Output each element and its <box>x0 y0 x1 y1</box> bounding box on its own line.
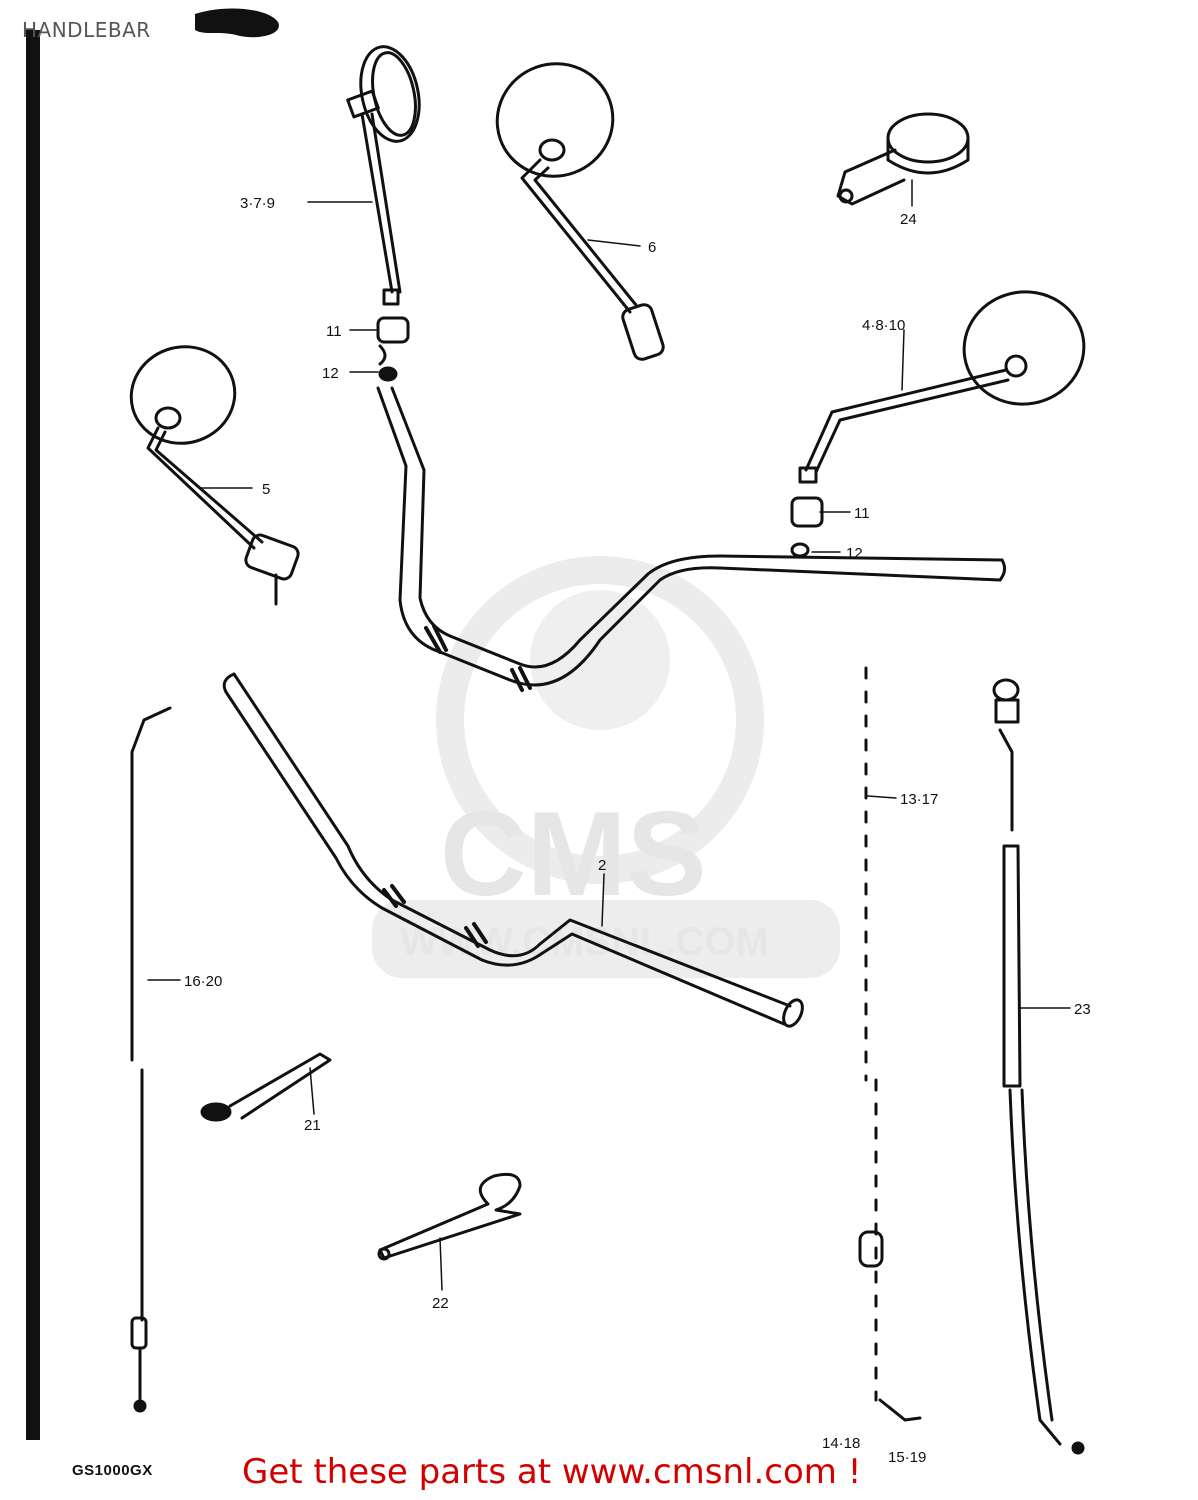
callout-4-8-10: 4·8·10 <box>862 317 905 334</box>
callout-23: 23 <box>1074 1001 1091 1018</box>
handlebar-lower <box>222 672 804 1028</box>
choke-cable <box>992 678 1085 1455</box>
clip <box>377 1172 522 1261</box>
callout-22: 22 <box>432 1295 449 1312</box>
center-cable-ends <box>858 1230 922 1422</box>
clamp-nut-a <box>376 316 410 366</box>
clamp-nut-b <box>790 496 824 528</box>
mirror-upper-left <box>346 45 421 306</box>
callout-16-20: 16·20 <box>184 973 222 990</box>
callout-2: 2 <box>598 857 606 874</box>
battery-lead <box>200 1052 332 1122</box>
header-blot <box>195 8 279 38</box>
clamp-bolt-b <box>790 542 810 558</box>
callout-labels: 3·7·9 6 11 12 5 4·8·10 11 12 24 2 16·20 … <box>184 195 1091 1466</box>
callout-6: 6 <box>648 239 656 256</box>
mirror-right <box>798 290 1086 484</box>
model-code: GS1000GX <box>72 1462 153 1479</box>
callout-12-b: 12 <box>846 545 863 562</box>
center-cable <box>864 666 878 1402</box>
callout-13-17: 13·17 <box>900 791 938 808</box>
watermark-brand: CMS <box>440 787 707 921</box>
mirror-left <box>129 345 300 606</box>
callout-11-a: 11 <box>326 323 342 340</box>
throttle-cable <box>130 706 172 1413</box>
callout-21: 21 <box>304 1117 321 1134</box>
callout-12-a: 12 <box>322 365 339 382</box>
handlebar-upper <box>376 386 1007 692</box>
left-border <box>26 30 40 1440</box>
callout-15-19: 15·19 <box>888 1449 926 1466</box>
clamp-bolt-a <box>378 366 398 382</box>
mirror-upper-middle <box>495 62 665 361</box>
cms-watermark: CMS WWW.CMSNL.COM <box>372 556 840 978</box>
watermark-site: WWW.CMSNL.COM <box>400 920 769 964</box>
callout-3-7-9: 3·7·9 <box>240 195 275 212</box>
callout-24: 24 <box>900 211 917 228</box>
callout-14-18: 14·18 <box>822 1435 860 1452</box>
page-title: HANDLEBAR <box>22 18 151 42</box>
switch-housing <box>836 112 970 206</box>
callout-5: 5 <box>262 481 270 498</box>
callout-11-b: 11 <box>854 505 870 522</box>
leader-lines <box>147 179 1071 1291</box>
shop-link[interactable]: Get these parts at www.cmsnl.com ! <box>242 1452 862 1492</box>
